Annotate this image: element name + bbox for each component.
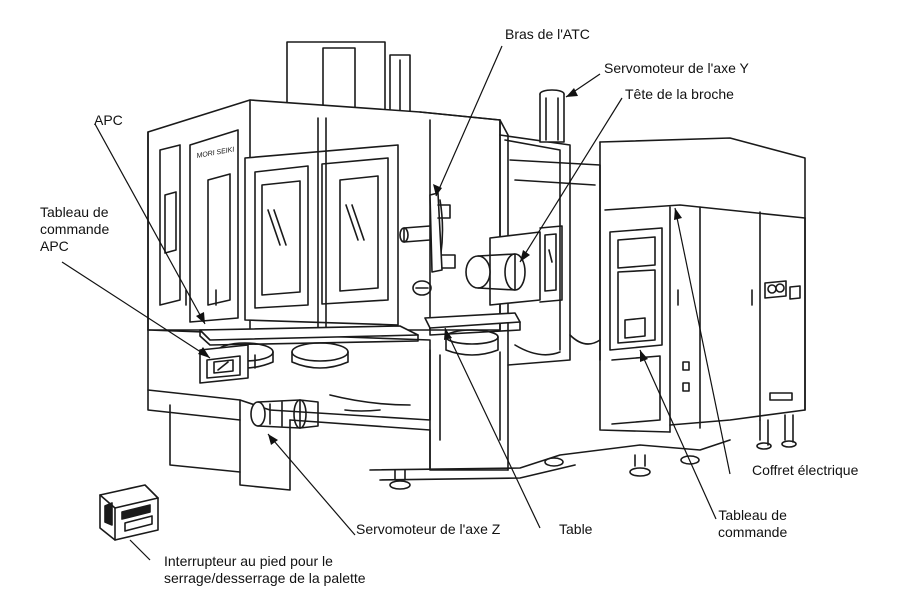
y-axis-servo-label: Servomoteur de l'axe Y [604,60,749,76]
control-panel-box [609,227,690,425]
leader-arrowheads [196,88,682,445]
apc-control-panel-box [199,344,249,384]
machine-base [369,439,731,490]
electrical-cabinet-label: Coffret électrique [752,462,859,478]
apc-control-panel-label: Tableau de commande APC [40,204,110,254]
apc-base [147,329,431,491]
z-axis-servo-label: Servomoteur de l'axe Z [356,521,501,537]
control-panel-label: Tableau de commande [718,507,788,540]
atc-arm-label: Bras de l'ATC [505,26,590,42]
table-label: Table [559,521,593,537]
work-table [424,312,521,441]
foot-switch [99,484,159,541]
atc-arm [399,192,456,273]
apc-label: APC [94,112,123,128]
z-axis-servo-motor [250,399,319,429]
main-enclosure [147,41,501,331]
y-axis-servo-motor [539,89,565,143]
spindle-head-label: Tête de la broche [625,86,734,102]
foot-switch-label: Interrupteur au pied pour le serrage/des… [164,553,366,586]
leader-lines [61,45,731,561]
electrical-cabinet [599,137,806,450]
